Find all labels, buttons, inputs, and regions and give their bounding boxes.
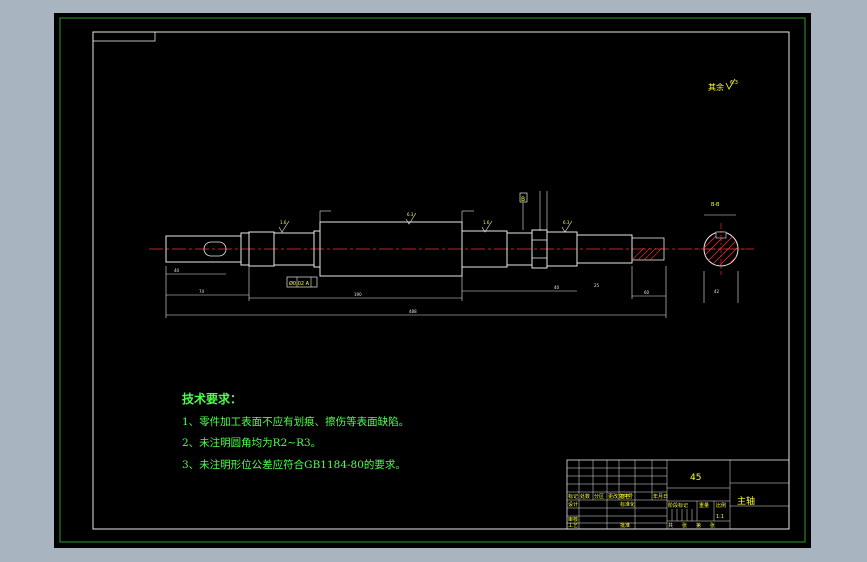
drawing-canvas: 其余 6.3 B (59, 17, 806, 543)
dim-keyway: 74 (199, 289, 205, 294)
roughness-symbols (278, 212, 573, 233)
material-value: 45 (690, 473, 701, 483)
title-block: 标记 处数 分区 更改文件号 签名 年月日 设计 审核 工艺 标准化 批准 阶段… (566, 459, 790, 530)
dim-right-part: 40 (554, 285, 560, 290)
svg-text:重量: 重量 (699, 502, 709, 509)
section-b-b: B-B 42 (694, 202, 748, 303)
svg-text:6.3: 6.3 (730, 80, 738, 86)
dim-overall: 488 (409, 309, 417, 314)
svg-text:年月日: 年月日 (653, 493, 668, 500)
svg-text:B: B (521, 196, 525, 203)
ra-4: 6.3 (563, 220, 570, 225)
svg-text:第: 第 (696, 522, 701, 529)
outer-frame (59, 17, 806, 543)
keyway-left (203, 241, 227, 257)
note-item-3: 3、未注明形位公差应符合GB1184-80的要求。 (182, 458, 406, 471)
svg-text:比例: 比例 (716, 502, 726, 509)
svg-text:张: 张 (710, 522, 715, 529)
svg-text:更改文件号: 更改文件号 (608, 493, 633, 500)
cad-viewport[interactable]: 其余 6.3 B (54, 13, 811, 548)
svg-text:张: 张 (682, 522, 687, 529)
technical-notes: 技术要求： 1、零件加工表面不应有划痕、擦伤等表面缺陷。 2、未注明圆角均为R2… (182, 391, 409, 471)
note-item-2: 2、未注明圆角均为R2~R3。 (182, 436, 321, 449)
svg-text:审核: 审核 (568, 516, 578, 523)
svg-text:其余: 其余 (708, 82, 724, 92)
dim-center: 190 (354, 292, 362, 297)
svg-text:签名: 签名 (620, 493, 630, 500)
ra-3: 1.6 (483, 220, 490, 225)
svg-text:工艺: 工艺 (568, 523, 578, 529)
svg-text:标记: 标记 (568, 493, 578, 500)
dim-left-offset: 40 (174, 268, 180, 273)
part-name: 主轴 (737, 495, 755, 507)
svg-text:批准: 批准 (620, 522, 630, 529)
svg-text:共: 共 (668, 522, 673, 529)
tolerance-frame: Ø0.02 A (286, 276, 318, 288)
svg-text:设计: 设计 (568, 501, 578, 508)
inner-frame (92, 31, 790, 530)
top-dim-tabs (319, 191, 548, 231)
svg-text:分区: 分区 (594, 493, 604, 500)
svg-text:处数: 处数 (580, 493, 590, 500)
dim-lines (165, 266, 667, 318)
roughness-note: 其余 6.3 (708, 78, 738, 92)
scale-value: 1:1 (716, 514, 724, 520)
dim-right-end: 60 (644, 290, 650, 295)
note-item-1: 1、零件加工表面不应有划痕、擦伤等表面缺陷。 (182, 415, 409, 428)
svg-text:Ø0.02 A: Ø0.02 A (289, 280, 310, 287)
dim-shoulder: 25 (594, 283, 600, 288)
hatch-right-end (631, 247, 663, 261)
datum-b-marker: B (519, 192, 528, 230)
ra-1: 1.6 (280, 220, 287, 225)
notes-heading: 技术要求： (182, 391, 242, 406)
right-end-partial (631, 237, 665, 261)
svg-text:B-B: B-B (711, 202, 720, 208)
ra-2: 6.3 (407, 212, 414, 217)
svg-text:42: 42 (714, 289, 720, 294)
keyway-right (531, 239, 548, 259)
svg-text:标准化: 标准化 (620, 501, 635, 508)
corner-tag-box (92, 31, 156, 42)
svg-text:阶段标记: 阶段标记 (668, 502, 688, 509)
